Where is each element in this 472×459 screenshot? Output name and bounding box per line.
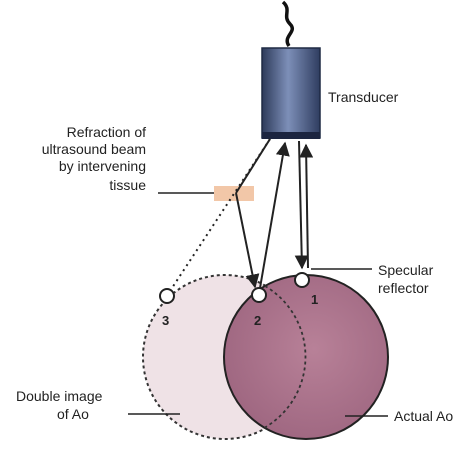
actual-ao-label: Actual Ao	[394, 408, 453, 424]
specular-label-line1: Specular	[378, 262, 434, 278]
point-1-marker	[294, 272, 310, 288]
point-3-marker	[159, 288, 175, 304]
transducer-face	[262, 132, 320, 139]
transducer-icon	[261, 47, 321, 139]
double-image-label-line2: of Ao	[57, 406, 89, 422]
beam-direct-up	[299, 143, 314, 269]
refraction-label-line3: by intervening	[59, 158, 146, 174]
beam-direct-down	[294, 140, 309, 270]
point-3-label: 3	[162, 313, 169, 328]
double-image-label-line1: Double image	[16, 388, 103, 404]
intervening-tissue-patch	[214, 186, 254, 201]
refraction-label-line2: ultrasound beam	[42, 141, 146, 157]
refraction-label-line1: Refraction of	[67, 124, 146, 140]
specular-label-line2: reflector	[378, 280, 429, 296]
apparent-path-to-3	[169, 138, 271, 292]
point-1-label: 1	[311, 292, 318, 307]
beam-refracted	[235, 192, 260, 289]
transducer-label: Transducer	[328, 89, 399, 105]
point-2-label: 2	[254, 313, 261, 328]
point-2-marker	[251, 287, 267, 303]
double-image-outline-overlap	[263, 285, 307, 429]
beam-return-2	[259, 141, 290, 289]
transducer-cable	[281, 0, 294, 48]
refraction-label-line4: tissue	[109, 177, 146, 193]
